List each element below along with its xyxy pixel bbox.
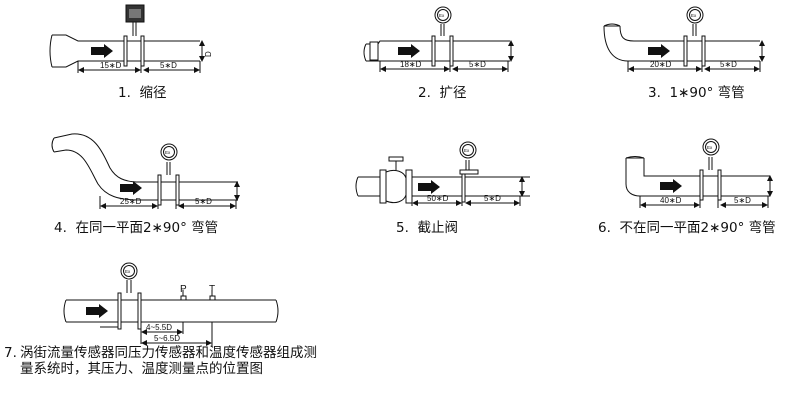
caption-7-text: 涡街流量传感器同压力传感器和温度传感器组成测量系统时，其压力、温度测量点的位置图	[20, 345, 317, 377]
temperature-distance-dim: 5~6.5D	[154, 334, 180, 343]
diagram-5-ex-label: Ex	[464, 148, 470, 153]
diagram-3-bend	[603, 6, 765, 72]
caption-4-num: 4.	[54, 220, 67, 236]
caption-1: 1. 缩径	[118, 85, 166, 101]
diagram-4-upstream-dim: 25∗D	[120, 197, 142, 206]
diagram-4-ex-label: Ex	[165, 150, 171, 155]
caption-2-text: 扩径	[439, 85, 467, 101]
caption-6: 6. 不在同一平面2∗90° 弯管	[598, 220, 776, 236]
diagram-5-downstream-dim: 5∗D	[484, 194, 501, 203]
caption-4-text: 在同一平面2∗90° 弯管	[75, 220, 219, 236]
diagram-2-downstream-dim: 5∗D	[469, 60, 486, 69]
diagram-1-downstream-dim: 5∗D	[160, 61, 177, 70]
caption-3-num: 3.	[648, 85, 661, 101]
diagram-3-upstream-dim: 20∗D	[650, 60, 672, 69]
diagram-6-downstream-dim: 5∗D	[734, 196, 751, 205]
pressure-point-label: P	[180, 284, 187, 295]
diagram-2-ex-label: Ex	[439, 13, 445, 18]
diagram-1-reducer	[49, 4, 205, 73]
caption-2-num: 2.	[418, 85, 431, 101]
diagram-1-d-label: D	[204, 51, 213, 57]
diagram-6-upstream-dim: 40∗D	[660, 196, 682, 205]
caption-7: 7. 涡街流量传感器同压力传感器和温度传感器组成测量系统时，其压力、温度测量点的…	[4, 345, 330, 377]
caption-5: 5. 截止阀	[396, 220, 458, 236]
diagram-7-pt-positions	[63, 262, 279, 346]
caption-6-num: 6.	[598, 220, 611, 236]
diagram-6-double-bend-3d	[625, 138, 773, 208]
caption-3: 3. 1∗90° 弯管	[648, 85, 745, 101]
diagram-7-ex-label: Ex	[125, 269, 131, 274]
diagram-5-valve	[355, 141, 530, 206]
caption-5-num: 5.	[396, 220, 409, 236]
caption-4: 4. 在同一平面2∗90° 弯管	[54, 220, 218, 236]
diagram-4-downstream-dim: 5∗D	[195, 197, 212, 206]
pressure-distance-dim: 4~5.5D	[146, 323, 172, 332]
caption-1-text: 缩径	[139, 85, 167, 101]
caption-6-text: 不在同一平面2∗90° 弯管	[619, 220, 776, 236]
diagram-3-downstream-dim: 5∗D	[720, 60, 737, 69]
caption-3-text: 1∗90° 弯管	[669, 85, 745, 101]
diagram-2-upstream-dim: 18∗D	[400, 60, 422, 69]
diagram-4-double-bend	[51, 133, 240, 209]
diagram-2-expander	[363, 6, 514, 72]
diagram-1-upstream-dim: 15∗D	[100, 61, 122, 70]
diagram-5-upstream-dim: 50∗D	[427, 194, 449, 203]
caption-5-text: 截止阀	[417, 220, 458, 236]
caption-2: 2. 扩径	[418, 85, 466, 101]
caption-1-num: 1.	[118, 85, 131, 101]
diagram-6-ex-label: Ex	[707, 145, 713, 150]
diagram-3-ex-label: Ex	[691, 13, 697, 18]
temperature-point-label: T	[209, 284, 215, 295]
caption-7-num: 7.	[4, 345, 17, 361]
